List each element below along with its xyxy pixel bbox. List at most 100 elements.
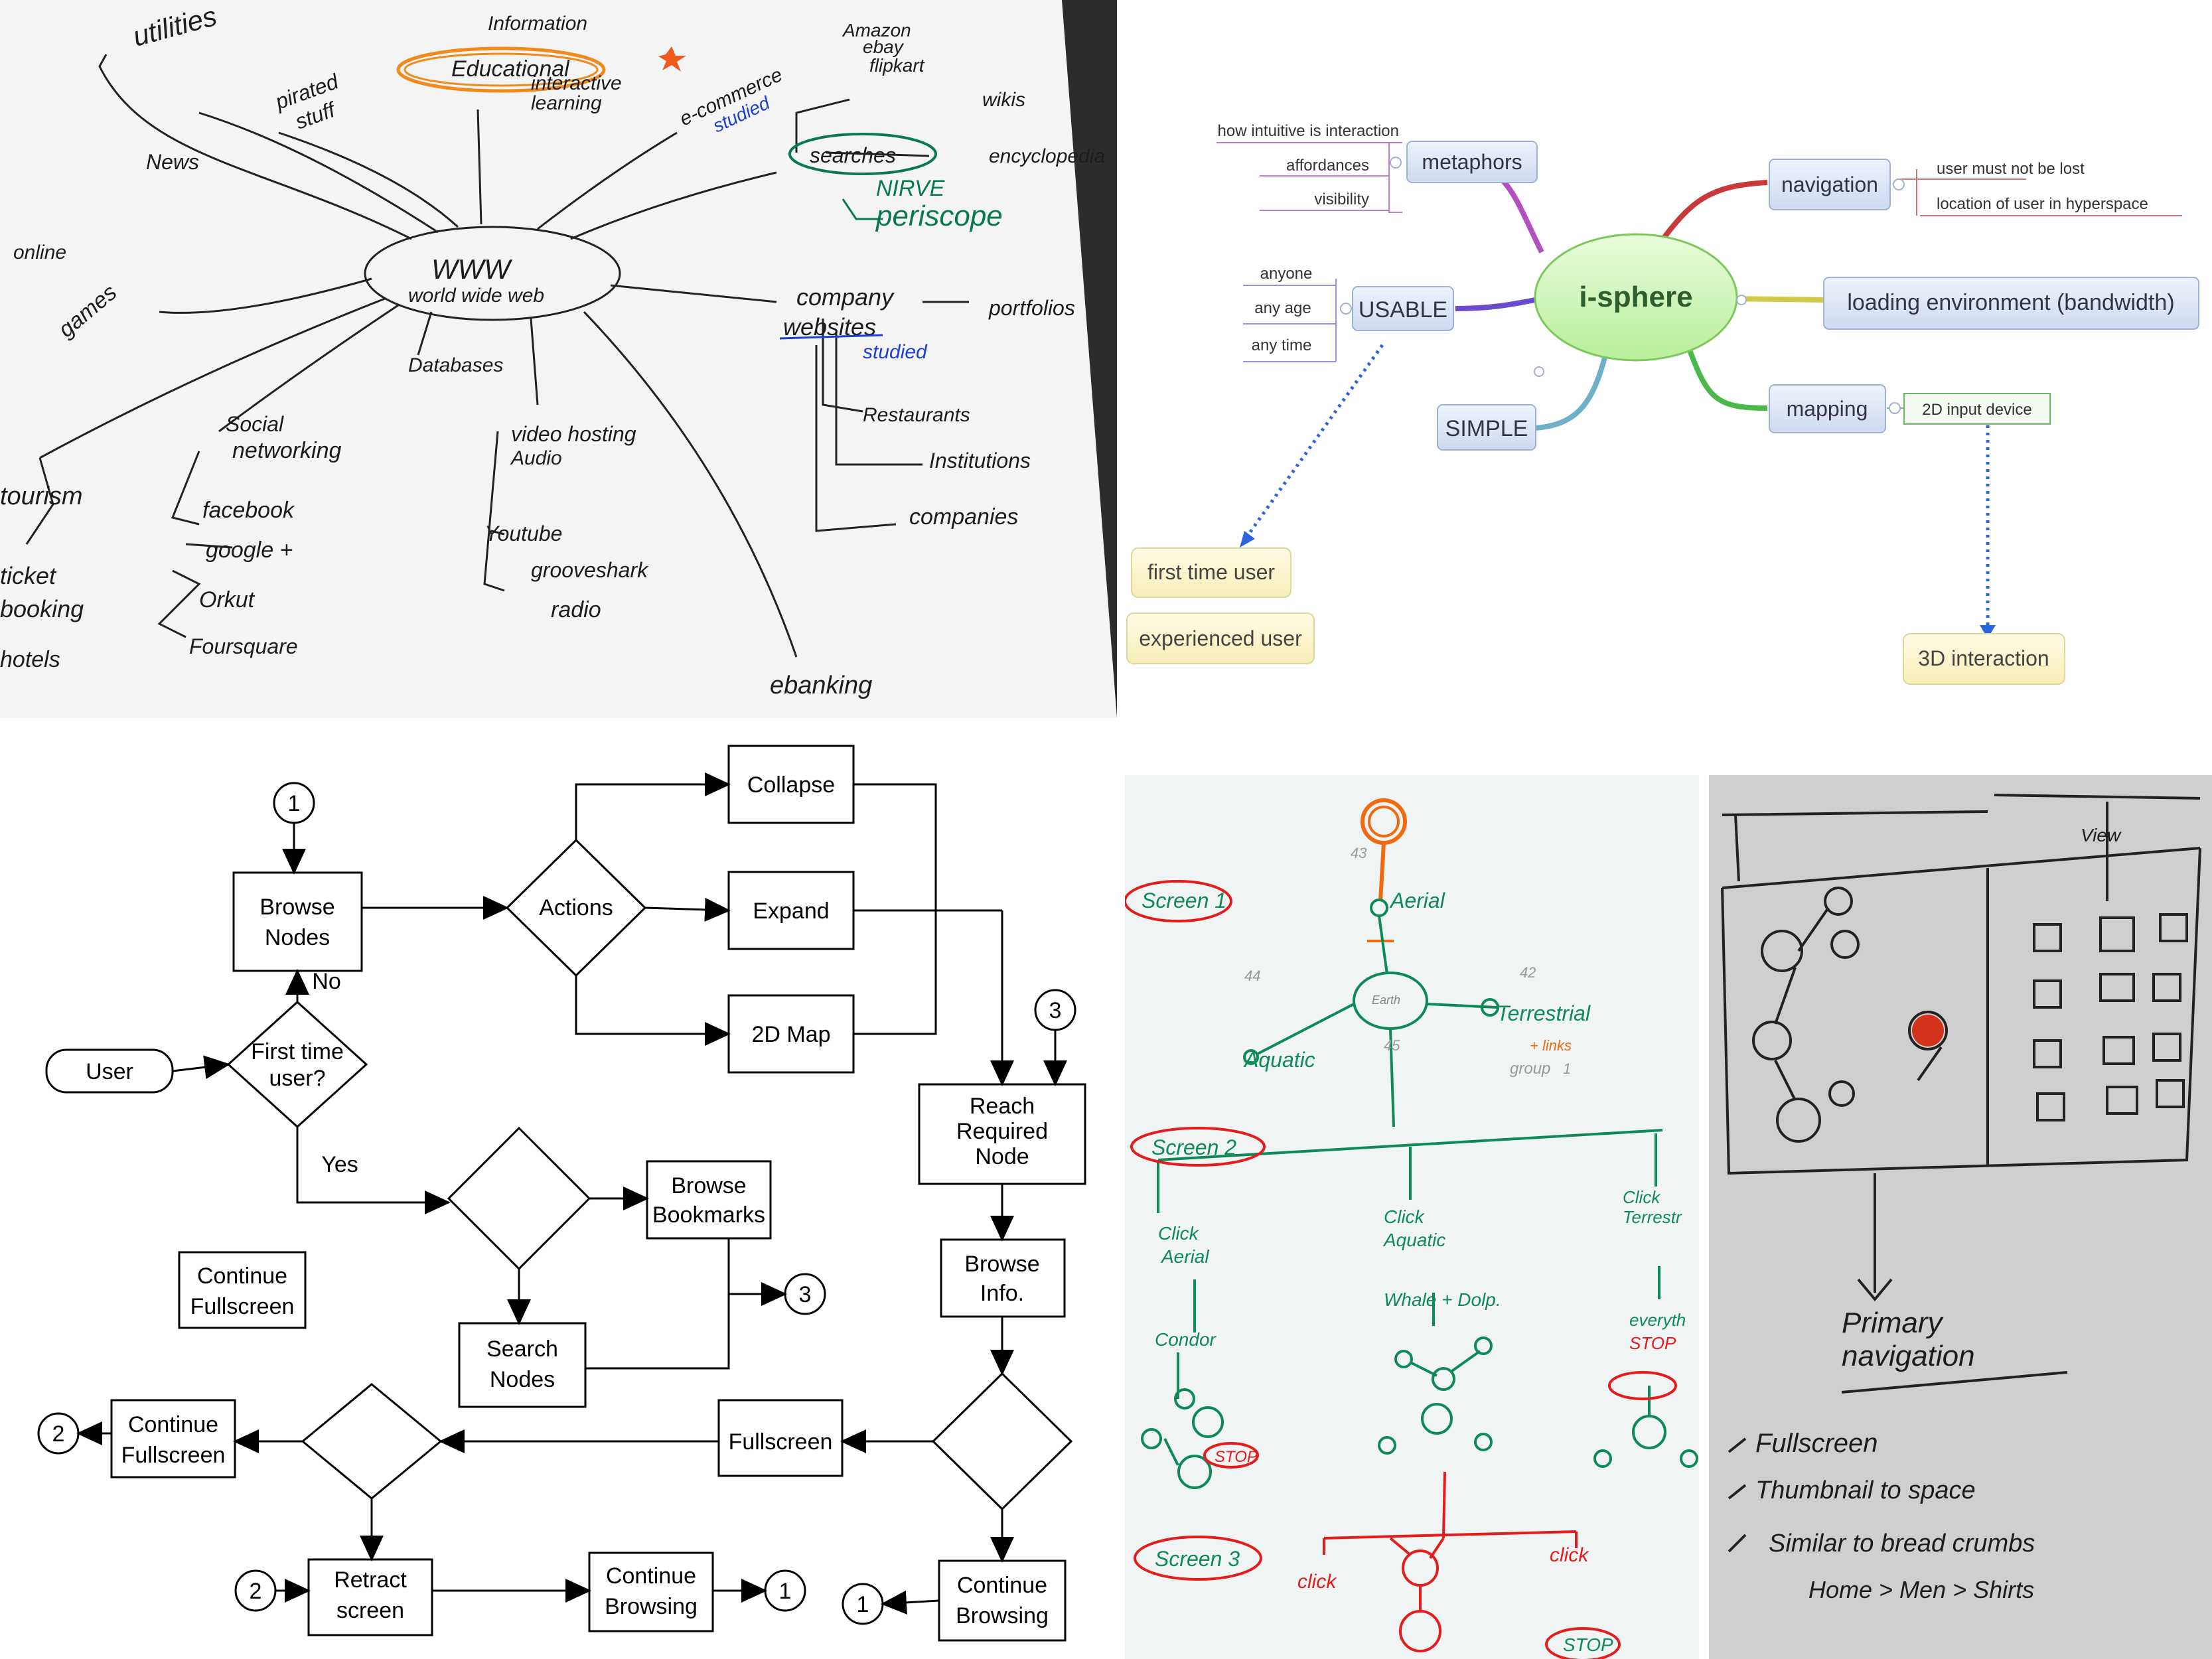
retract-label-1: Retract (334, 1567, 407, 1593)
label-games: games (54, 279, 122, 342)
metaphor-item-2: affordances (1286, 157, 1369, 175)
mapping-label: mapping (1787, 397, 1868, 421)
star-icon (658, 46, 686, 72)
screen3-highlight (1134, 1536, 1262, 1581)
primary-nav-sketch: View Primary navigation Fullscreen Thumb… (1709, 775, 2212, 1659)
label-news: News (146, 150, 199, 174)
label-companies: companies (909, 504, 1018, 530)
metaphor-item-1: how intuitive is interaction (1218, 122, 1399, 140)
screen1-label: Screen 1 (1142, 889, 1226, 912)
label-information: Information (488, 13, 587, 35)
branch-databases (417, 311, 433, 356)
branch-utilities (98, 54, 412, 240)
continue-browsing-box-1 (588, 1551, 714, 1632)
continue-fullscreen-box-2 (110, 1399, 236, 1479)
experienced-label: experienced user (1139, 626, 1302, 650)
nav-item-3: Similar to bread crumbs (1769, 1530, 2035, 1557)
node-experienced-user: experienced user (1126, 613, 1315, 664)
usable-item-3: any time (1252, 336, 1312, 354)
yes-label: Yes (321, 1152, 358, 1177)
click-terrestrial-2: Terrestr (1623, 1207, 1682, 1227)
node-first-time-user: first time user (1131, 547, 1291, 598)
label-institutions: Institutions (929, 449, 1031, 472)
primary-nav-sketch-panel: View Primary navigation Fullscreen Thumb… (1709, 775, 2212, 1659)
connector-1-label: 1 (288, 791, 301, 816)
branch-ebanking (583, 311, 798, 658)
www-center-ellipse (364, 226, 621, 321)
branch-games (159, 277, 372, 314)
bookmarks-label-2: Bookmarks (652, 1202, 765, 1228)
www-sketch-panel: WWW world wide web utilities News pirate… (0, 0, 1117, 718)
first-time-decision (226, 1000, 368, 1129)
branch-video (530, 318, 539, 405)
usable-item-2: any age (1254, 299, 1311, 317)
label-wikis: wikis (982, 89, 1025, 111)
branch-ecommerce (537, 131, 678, 230)
primary-label: Primary (1842, 1307, 1945, 1339)
continue-fullscreen-label-1b: Fullscreen (190, 1294, 295, 1319)
browse-info-label-2: Info. (980, 1281, 1024, 1306)
bookmark-decision (447, 1126, 591, 1271)
collapse-box (727, 745, 855, 824)
branch-searches (570, 171, 777, 240)
browse-info-box (940, 1238, 1066, 1318)
search-nodes-box (458, 1322, 587, 1408)
stop-label-2: STOP (1629, 1333, 1676, 1353)
browse-nodes-label-1: Browse (259, 895, 334, 920)
label-video-hosting: video hosting (511, 422, 636, 446)
label-ebanking: ebanking (770, 672, 872, 699)
connector-2-label: 2 (52, 1421, 65, 1447)
user-label: User (86, 1059, 133, 1084)
usable-item-1: anyone (1260, 265, 1313, 283)
links-label: + links (1530, 1037, 1572, 1054)
label-periscope: periscope (875, 200, 1003, 232)
no-label: No (312, 969, 340, 994)
browse-bookmarks-box (646, 1160, 772, 1240)
branch-tourism (39, 297, 386, 459)
isphere-center-label: i-sphere (1579, 281, 1692, 313)
label-grooveshark: grooveshark (531, 558, 649, 582)
browse-nodes-box (232, 871, 363, 972)
selected-node (1908, 1011, 1948, 1050)
expand-label: Expand (753, 899, 829, 924)
navigation-flowchart: 1 3 3 2 2 1 1 User First time user? No Y… (37, 745, 1086, 1642)
connector-3-label: 3 (1049, 998, 1062, 1023)
click-aerial-2: Aerial (1160, 1246, 1209, 1267)
screen-frame (1721, 847, 2201, 1175)
screens-sketch: Screen 1 Screen 2 Screen 3 Aerial Aquati… (1125, 775, 1699, 1659)
label-company: company (796, 283, 895, 311)
num-44: 44 (1244, 968, 1260, 984)
node-usable: USABLE (1352, 286, 1454, 331)
continue-browsing-label-2b: Browsing (956, 1603, 1049, 1628)
continue-browsing-label-1a: Continue (606, 1563, 696, 1589)
screen1-highlight (1125, 880, 1232, 922)
num-43: 43 (1351, 845, 1367, 861)
label-ebay: ebay (863, 36, 905, 57)
branch-news (198, 111, 439, 234)
continue-browsing-label-2a: Continue (957, 1573, 1047, 1598)
first-time-label: first time user (1147, 560, 1275, 584)
earth-label: Earth (1372, 993, 1400, 1007)
label-hotels: hotels (0, 647, 60, 672)
fullscreen-decision (931, 1372, 1073, 1511)
actions-label: Actions (539, 895, 613, 920)
label-booking: booking (0, 595, 84, 622)
click-aquatic-2: Aquatic (1382, 1230, 1445, 1250)
label-foursquare: Foursquare (189, 634, 298, 658)
branch-pirated (278, 131, 459, 228)
www-sketch: WWW world wide web utilities News pirate… (0, 0, 1117, 718)
num-45: 45 (1384, 1037, 1400, 1054)
interaction-3d-label: 3D interaction (1918, 646, 2049, 670)
first-time-label-1: First time (251, 1039, 344, 1064)
navigation-label: navigation (1781, 173, 1878, 196)
label-tourism: tourism (0, 482, 83, 510)
connector-2b-label: 2 (250, 1579, 262, 1604)
navigation-item-2: location of user in hyperspace (1937, 195, 2148, 213)
continue-fullscreen-label-2b: Fullscreen (121, 1443, 226, 1468)
node-navigation: navigation (1769, 159, 1891, 210)
map2d-label: 2D Map (751, 1022, 830, 1047)
isphere-center-node (1534, 233, 1738, 362)
node-metaphors: metaphors (1406, 141, 1538, 183)
continue-fullscreen-box-1 (178, 1251, 307, 1329)
reach-required-node-box (918, 1083, 1086, 1185)
